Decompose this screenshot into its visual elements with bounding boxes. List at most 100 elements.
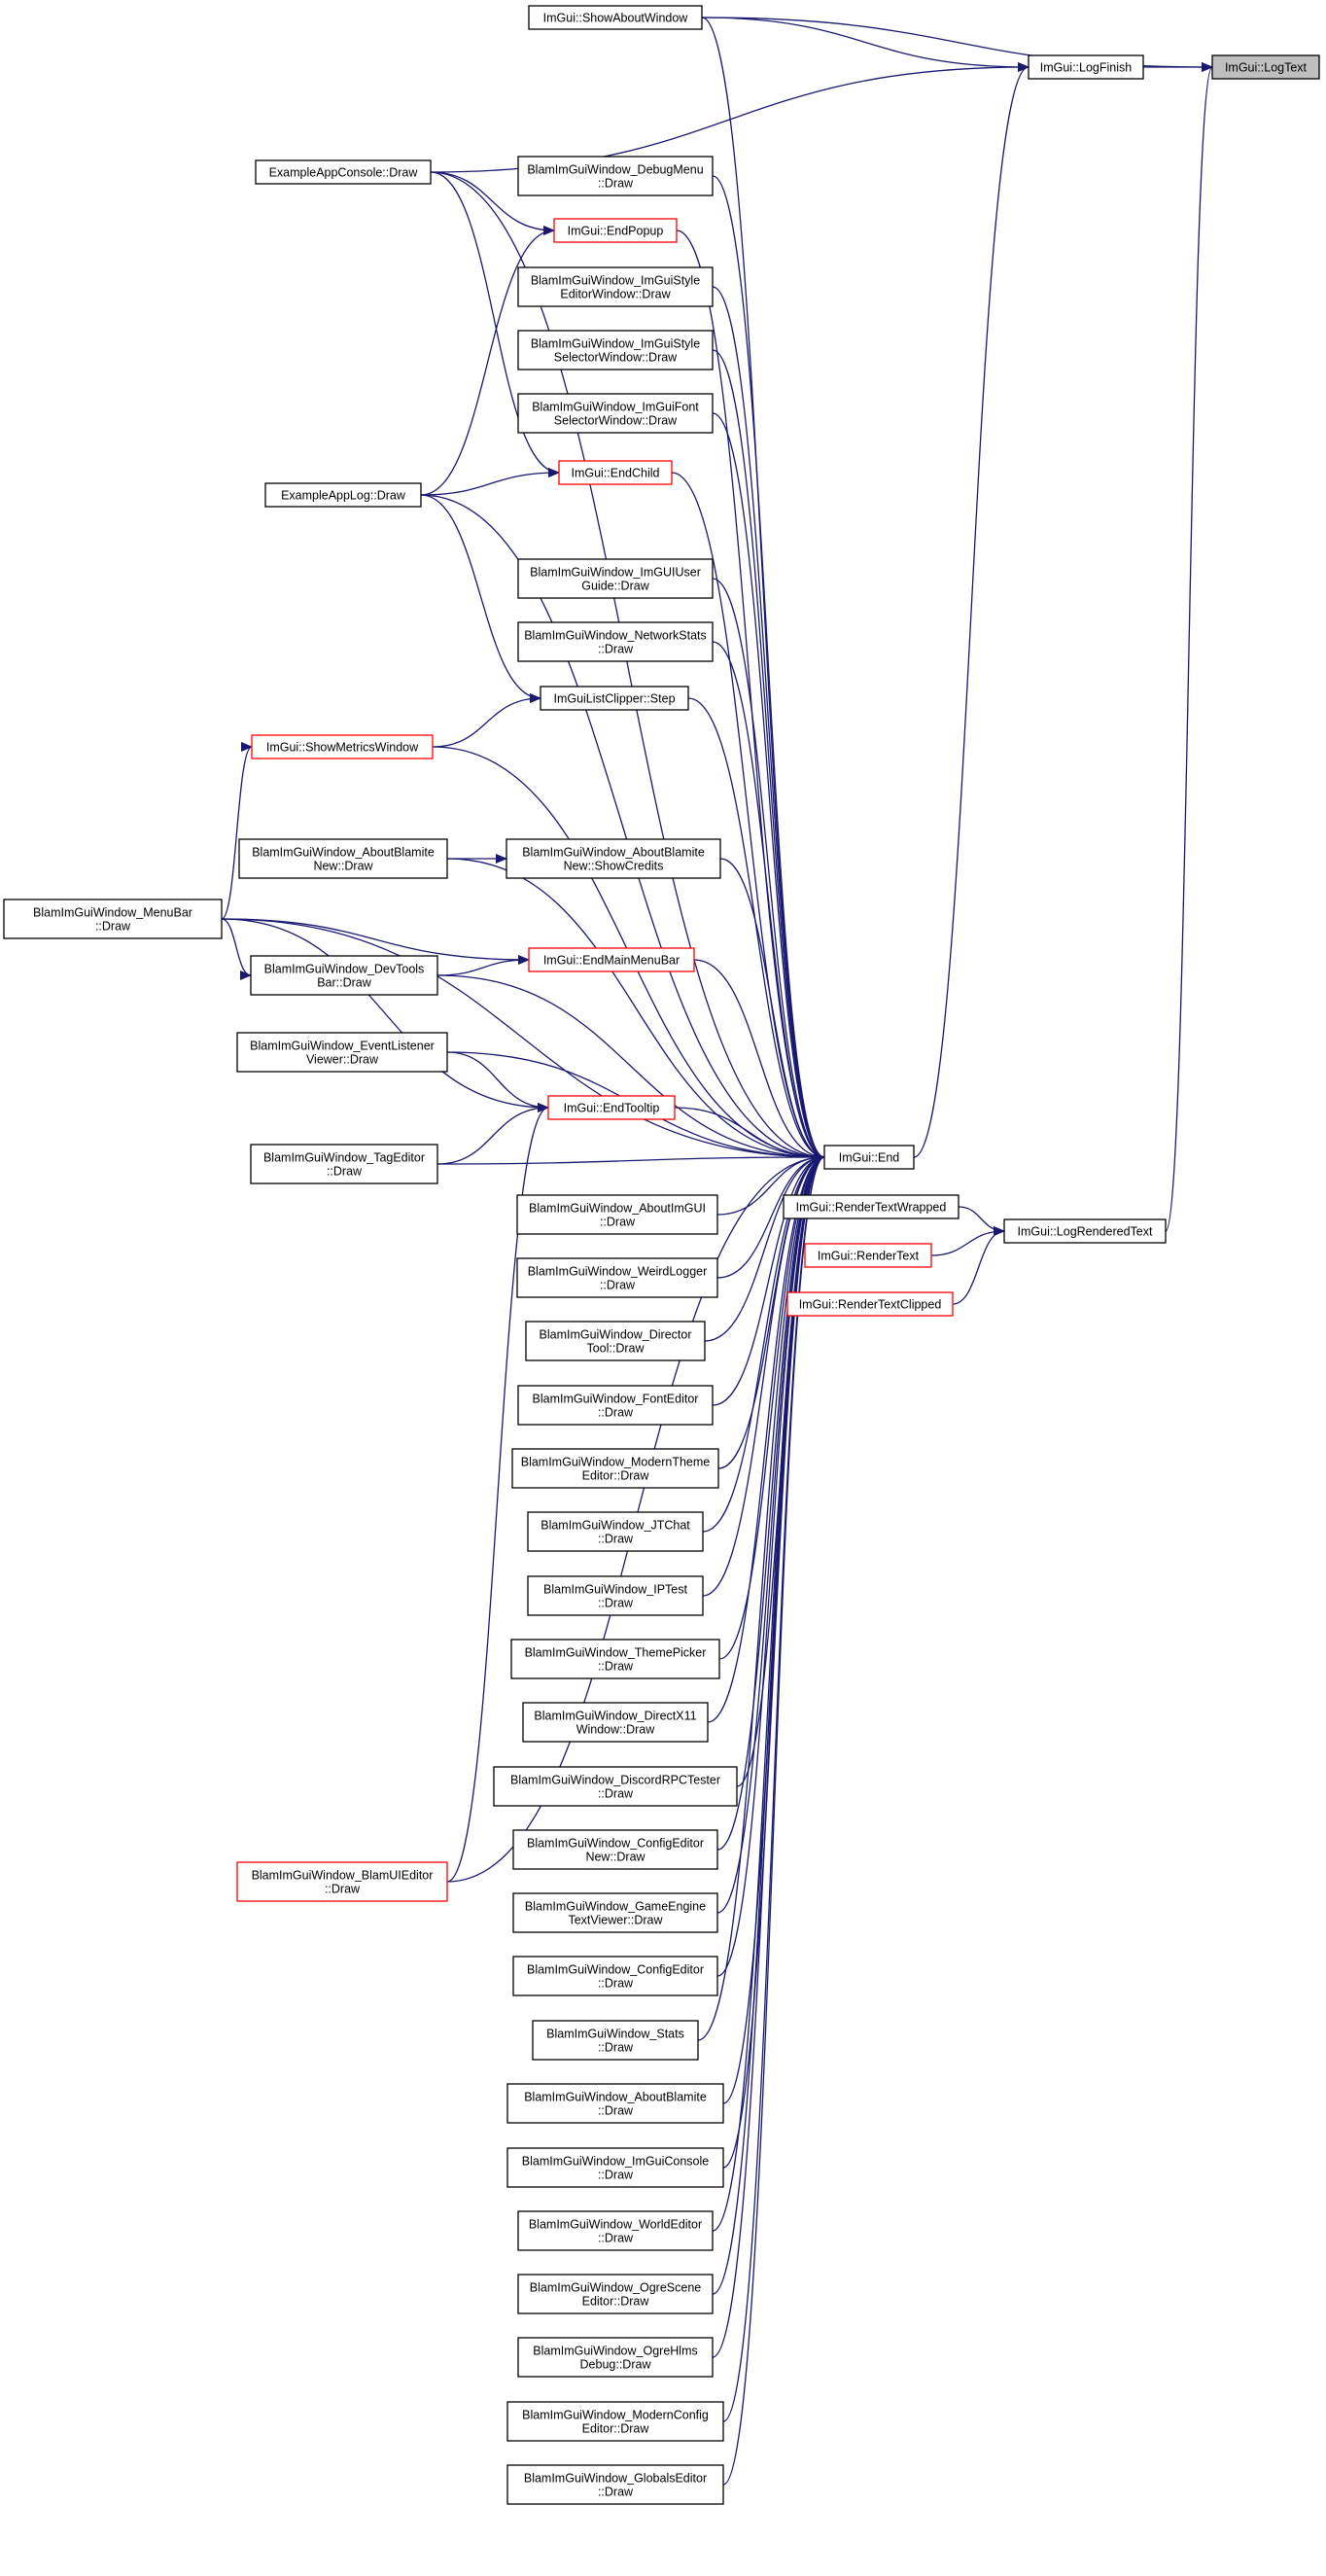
node-applog[interactable]: ExampleAppLog::Draw <box>264 482 422 508</box>
node-tageditor[interactable]: BlamImGuiWindow_TagEditor::Draw <box>250 1144 438 1184</box>
node-label-line: ImGui::RenderTextClipped <box>799 1298 942 1312</box>
node-gameenginetext[interactable]: BlamImGuiWindow_GameEngineTextViewer::Dr… <box>512 1892 718 1933</box>
node-box <box>1028 54 1144 80</box>
node-appconsole[interactable]: ExampleAppConsole::Draw <box>255 159 432 185</box>
node-logtext[interactable]: ImGui::LogText <box>1211 54 1320 80</box>
node-box <box>528 5 703 30</box>
node-box <box>823 1145 915 1170</box>
node-box <box>250 955 438 996</box>
node-label-line: New::Draw <box>313 860 373 873</box>
node-label-line: ::Draw <box>598 1977 634 1991</box>
node-box <box>236 1861 448 1902</box>
node-weirdlogger[interactable]: BlamImGuiWindow_WeirdLogger::Draw <box>516 1257 718 1298</box>
node-label-line: ::Draw <box>598 643 634 656</box>
node-showcredits[interactable]: BlamImGuiWindow_AboutBlamiteNew::ShowCre… <box>506 838 721 879</box>
edge-blamuieditor-to-endtooltip <box>446 1103 549 1883</box>
node-aboutimgui[interactable]: BlamImGuiWindow_AboutImGUI::Draw <box>516 1194 718 1235</box>
node-configeditor[interactable]: BlamImGuiWindow_ConfigEditor::Draw <box>512 1956 718 1996</box>
node-blamuieditor[interactable]: BlamImGuiWindow_BlamUIEditor::Draw <box>236 1861 448 1902</box>
node-debugmenu[interactable]: BlamImGuiWindow_DebugMenu::Draw <box>517 156 714 196</box>
node-label-line: BlamImGuiWindow_DiscordRPCTester <box>510 1774 720 1787</box>
node-box <box>522 1702 709 1743</box>
node-endmainmenubar[interactable]: ImGui::EndMainMenuBar <box>528 947 695 972</box>
node-fontselector[interactable]: BlamImGuiWindow_ImGuiFontSelectorWindow:… <box>517 393 714 434</box>
node-fonteditor[interactable]: BlamImGuiWindow_FontEditor::Draw <box>517 1385 714 1426</box>
node-box <box>506 838 721 879</box>
edge-fonteditor-to-end <box>712 1152 825 1406</box>
node-themepicker[interactable]: BlamImGuiWindow_ThemePicker::Draw <box>510 1639 720 1679</box>
node-label-line: BlamImGuiWindow_Director <box>540 1328 692 1342</box>
nodes-layer: ImGui::LogTextImGui::LogFinishImGui::Sho… <box>3 5 1320 2505</box>
node-showabout[interactable]: ImGui::ShowAboutWindow <box>528 5 703 30</box>
node-end[interactable]: ImGui::End <box>823 1145 915 1170</box>
node-endchild[interactable]: ImGui::EndChild <box>558 460 673 485</box>
node-endtooltip[interactable]: ImGui::EndTooltip <box>547 1095 676 1120</box>
node-rendertext[interactable]: ImGui::RenderText <box>804 1243 932 1268</box>
node-netstats[interactable]: BlamImGuiWindow_NetworkStats::Draw <box>517 621 714 662</box>
node-rendertextwrapped[interactable]: ImGui::RenderTextWrapped <box>783 1194 960 1219</box>
node-metrics[interactable]: ImGui::ShowMetricsWindow <box>251 734 434 759</box>
node-aboutblamite[interactable]: BlamImGuiWindow_AboutBlamite::Draw <box>506 2083 724 2124</box>
node-label-line: ImGui::LogRenderedText <box>1018 1225 1153 1239</box>
edge-tageditor-to-endtooltip <box>436 1103 549 1165</box>
node-label-line: Debug::Draw <box>580 2358 652 2372</box>
node-discordrpc[interactable]: BlamImGuiWindow_DiscordRPCTester::Draw <box>493 1766 738 1807</box>
node-iptest[interactable]: BlamImGuiWindow_IPTest::Draw <box>527 1575 704 1616</box>
node-label-line: ImGui::EndTooltip <box>564 1102 660 1115</box>
node-box <box>517 2274 714 2314</box>
node-label-line: BlamImGuiWindow_DebugMenu <box>527 163 703 177</box>
edge-directortool-to-end <box>704 1152 825 1342</box>
edge-rendertextclipped-to-logrenderedtext <box>952 1226 1005 1305</box>
node-worldeditor[interactable]: BlamImGuiWindow_WorldEditor::Draw <box>517 2210 714 2251</box>
node-stats[interactable]: BlamImGuiWindow_Stats::Draw <box>532 2020 699 2061</box>
node-label-line: BlamImGuiWindow_AboutBlamite <box>252 846 435 860</box>
edge-applog-to-clipperstep <box>420 494 541 703</box>
node-styleselector[interactable]: BlamImGuiWindow_ImGuiStyleSelectorWindow… <box>517 330 714 371</box>
node-endpopup[interactable]: ImGui::EndPopup <box>553 218 678 243</box>
edge-menubar-to-devtoolsbar <box>221 918 252 980</box>
node-label-line: ExampleAppConsole::Draw <box>269 166 419 180</box>
node-box <box>236 1032 448 1073</box>
edge-modernconfigeditor-to-end <box>722 1152 825 2422</box>
node-logfinish[interactable]: ImGui::LogFinish <box>1028 54 1144 80</box>
node-eventlistener[interactable]: BlamImGuiWindow_EventListenerViewer::Dra… <box>236 1032 448 1073</box>
node-box <box>251 734 434 759</box>
node-box <box>1211 54 1320 80</box>
node-imguiconsole[interactable]: BlamImGuiWindow_ImGuiConsole::Draw <box>506 2147 724 2188</box>
node-clipperstep[interactable]: ImGuiListClipper::Step <box>540 686 689 711</box>
edge-devtoolsbar-to-end <box>436 974 825 1162</box>
node-globalseditor[interactable]: BlamImGuiWindow_GlobalsEditor::Draw <box>506 2464 724 2505</box>
node-rendertextclipped[interactable]: ImGui::RenderTextClipped <box>786 1291 954 1317</box>
edge-userguide-to-end <box>712 578 825 1162</box>
node-logrenderedtext[interactable]: ImGui::LogRenderedText <box>1003 1218 1167 1244</box>
edge-endtooltip-to-end <box>674 1107 825 1162</box>
node-box <box>558 460 673 485</box>
edge-menubar-to-endmainmenubar <box>221 918 530 965</box>
node-box <box>528 947 695 972</box>
node-label-line: ImGui::EndPopup <box>568 225 664 238</box>
node-menubar[interactable]: BlamImGuiWindow_MenuBar::Draw <box>3 899 223 939</box>
node-box <box>517 393 714 434</box>
node-box <box>1003 1218 1167 1244</box>
node-box <box>517 1385 714 1426</box>
edge-showabout-to-end <box>701 17 825 1162</box>
edge-eventlistener-to-endtooltip <box>446 1051 549 1112</box>
node-box <box>264 482 422 508</box>
node-label-line: BlamImGuiWindow_AboutImGUI <box>529 1202 706 1216</box>
edge-globalseditor-to-end <box>722 1152 825 2486</box>
edge-styleselector-to-end <box>712 349 825 1162</box>
edge-jtchat-to-end <box>702 1152 825 1533</box>
node-jtchat[interactable]: BlamImGuiWindow_JTChat::Draw <box>527 1511 704 1552</box>
node-styleeditor[interactable]: BlamImGuiWindow_ImGuiStyleEditorWindow::… <box>517 266 714 307</box>
node-label-line: Editor::Draw <box>582 2295 650 2309</box>
